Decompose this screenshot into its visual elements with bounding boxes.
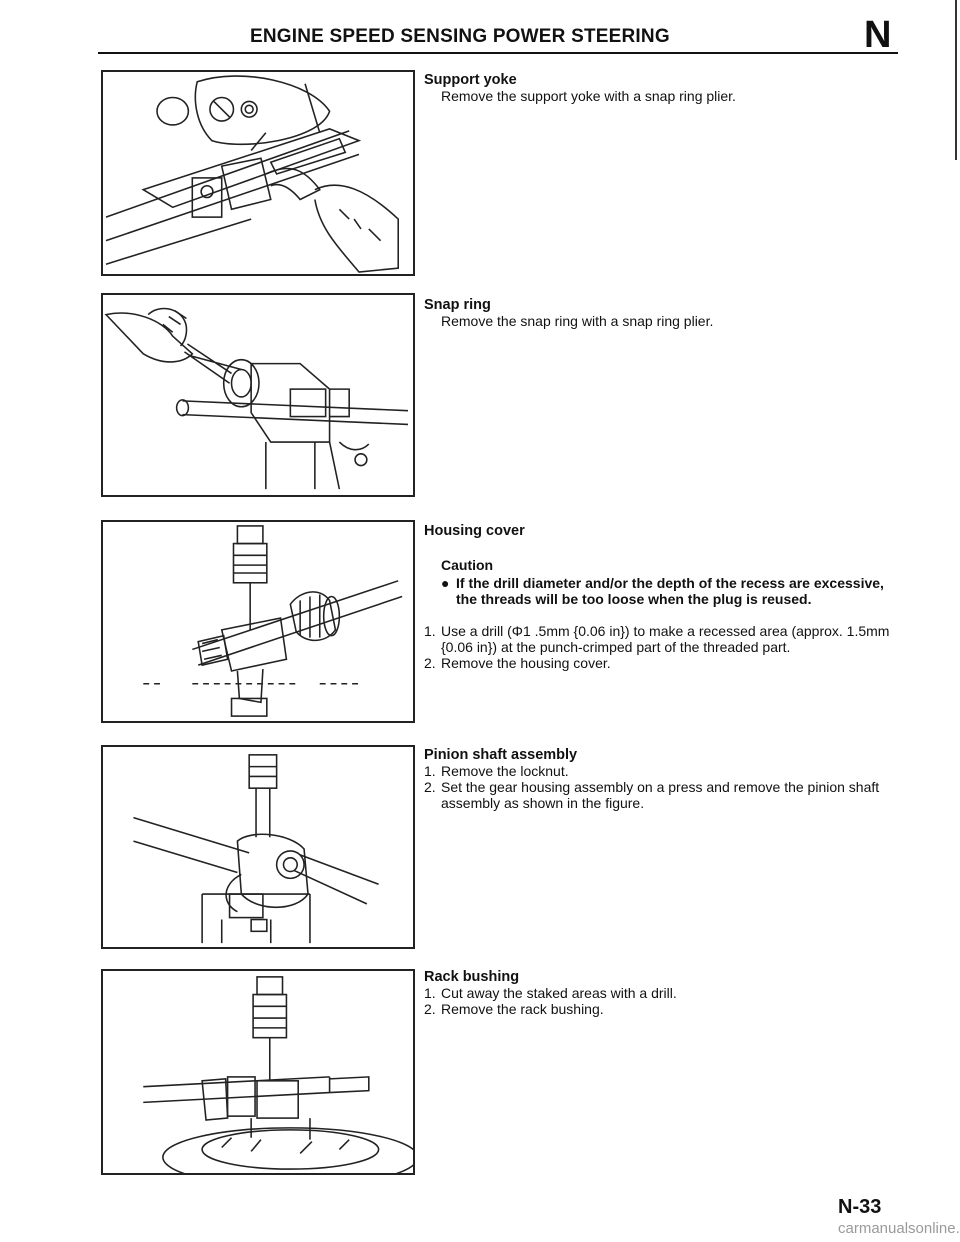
snap-ring-illustration	[104, 307, 409, 490]
page-title: ENGINE SPEED SENSING POWER STEERING	[250, 26, 670, 47]
rack-bushing-illustration	[143, 976, 413, 1173]
step-item: 1. Remove the locknut.	[424, 763, 904, 779]
step-number: 2.	[424, 1001, 436, 1017]
support-yoke-illustration	[105, 75, 400, 273]
step-text: Remove the rack bushing.	[441, 1001, 604, 1017]
bullet-icon: ●	[441, 575, 450, 591]
pinion-shaft-figure	[101, 745, 415, 949]
step-number: 2.	[424, 779, 436, 795]
step-text: Remove the housing cover.	[441, 655, 611, 671]
rack-bushing-heading: Rack bushing	[424, 969, 520, 985]
step-item: 1. Cut away the staked areas with a drill…	[424, 985, 904, 1001]
caution-item: ● If the drill diameter and/or the depth …	[424, 575, 904, 607]
step-number: 2.	[424, 655, 436, 671]
housing-cover-figure	[101, 520, 415, 723]
housing-cover-steps: 1. Use a drill (Φ1 .5mm {0.06 in}) to mak…	[424, 623, 904, 671]
snap-ring-instruction: Remove the snap ring with a snap ring pl…	[441, 313, 714, 329]
housing-cover-heading: Housing cover	[424, 523, 525, 539]
section-letter: N	[864, 14, 892, 56]
step-number: 1.	[424, 985, 436, 1001]
snap-ring-figure	[101, 293, 415, 497]
page-number: N-33	[838, 1196, 882, 1218]
pinion-shaft-section: Pinion shaft assembly 1. Remove the lockn…	[424, 747, 904, 811]
step-item: 1. Use a drill (Φ1 .5mm {0.06 in}) to mak…	[424, 623, 904, 655]
rack-bushing-section: Rack bushing 1. Cut away the staked areas…	[424, 969, 904, 1017]
snap-ring-heading: Snap ring	[424, 297, 491, 313]
header-rule	[98, 52, 898, 54]
caution-heading: Caution	[441, 557, 494, 573]
rack-bushing-figure	[101, 969, 415, 1175]
support-yoke-figure	[101, 70, 415, 276]
housing-cover-illustration	[143, 525, 403, 717]
step-number: 1.	[424, 623, 436, 639]
step-item: 2. Set the gear housing assembly on a pre…	[424, 779, 904, 811]
page-edge-mark	[955, 0, 957, 160]
pinion-shaft-illustration	[133, 754, 379, 944]
step-item: 2. Remove the rack bushing.	[424, 1001, 904, 1017]
support-yoke-instruction: Remove the support yoke with a snap ring…	[441, 88, 736, 104]
step-text: Cut away the staked areas with a drill.	[441, 985, 677, 1001]
housing-cover-section: Housing cover Caution ● If the drill diam…	[424, 523, 904, 671]
step-item: 2. Remove the housing cover.	[424, 655, 904, 671]
support-yoke-section: Support yoke Remove the support yoke wit…	[424, 72, 904, 104]
step-number: 1.	[424, 763, 436, 779]
watermark-text: carmanualsonline.info	[838, 1220, 960, 1237]
step-text: Remove the locknut.	[441, 763, 569, 779]
pinion-shaft-heading: Pinion shaft assembly	[424, 747, 578, 763]
support-yoke-heading: Support yoke	[424, 72, 517, 88]
step-text: Use a drill (Φ1 .5mm {0.06 in}) to make …	[441, 623, 890, 655]
step-text: Set the gear housing assembly on a press…	[441, 779, 880, 811]
snap-ring-section: Snap ring Remove the snap ring with a sn…	[424, 297, 904, 329]
caution-text: If the drill diameter and/or the depth o…	[456, 575, 884, 607]
